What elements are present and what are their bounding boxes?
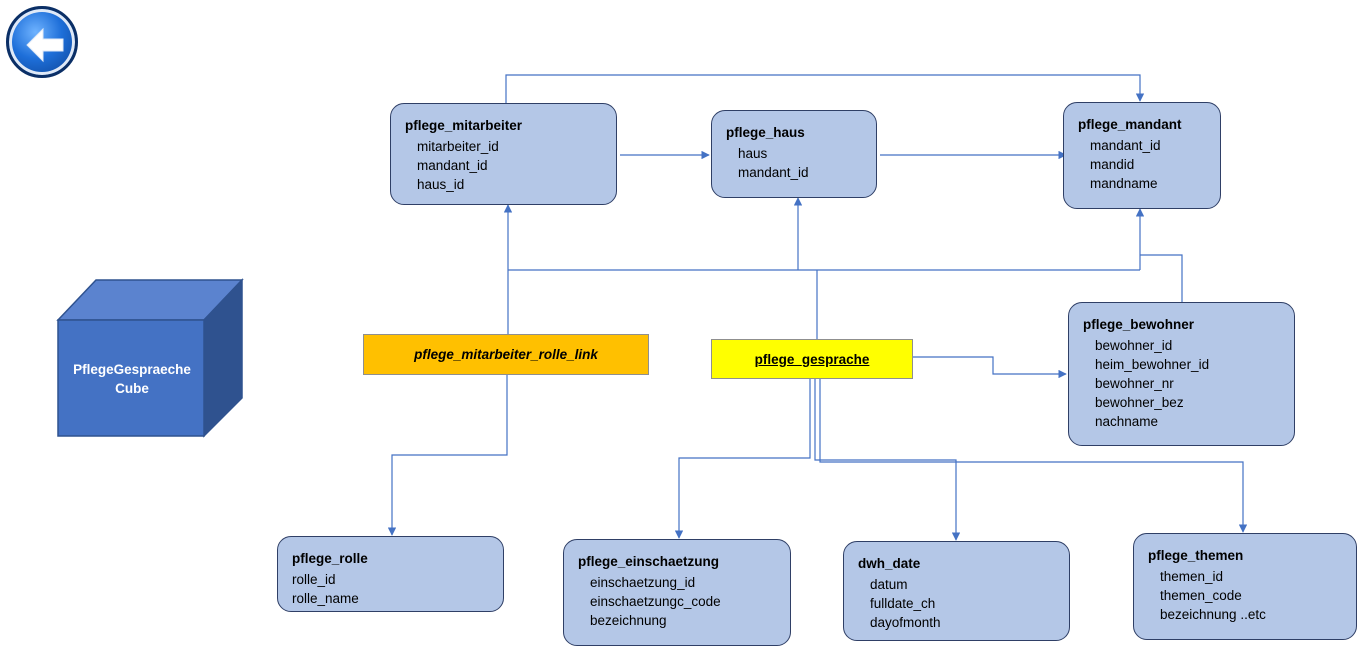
cube-label-line2: Cube [115,381,149,396]
table-field: rolle_id [292,572,336,587]
table-pflege-bewohner[interactable]: pflege_bewohner bewohner_id heim_bewohner_… [1068,302,1295,446]
table-field: themen_id [1160,569,1224,584]
table-field: themen_code [1160,588,1242,603]
table-title: pflege_mandant [1078,117,1182,132]
table-field: haus_id [417,177,465,192]
table-title: pflege_bewohner [1083,317,1195,332]
fact-rolle-link-label: pflege_mitarbeiter_rolle_link [414,347,598,362]
table-field: bewohner_nr [1095,376,1174,391]
table-title: pflege_themen [1148,548,1244,563]
table-field: haus [738,146,768,161]
table-field: mandname [1090,176,1158,191]
table-title: dwh_date [858,556,921,571]
table-title: pflege_mitarbeiter [405,118,523,133]
cube-label: PflegeGespraeche Cube [58,320,206,438]
table-field: mandant_id [417,158,488,173]
table-field: bezeichnung [590,613,667,628]
table-field: bewohner_id [1095,338,1173,353]
table-field: einschaetzung_id [590,575,696,590]
connector-gesprache-themen [819,378,1248,533]
table-field: mitarbeiter_id [417,139,499,154]
table-field: mandant_id [738,165,809,180]
table-field: mandid [1090,157,1135,172]
table-title: pflege_rolle [292,551,368,566]
connector-gesprache-einschaetzung [674,378,811,539]
connector-bewohner-mandant [1140,254,1183,302]
cube-shape [56,278,244,438]
connector-gesprache-dwh-date [814,378,961,541]
table-field: nachname [1095,414,1159,429]
fact-gesprache[interactable]: pflege_gesprache [711,339,913,379]
table-field: fulldate_ch [870,596,936,611]
connector-mitarbeiter-mandant-top [505,74,1145,103]
table-field: bewohner_bez [1095,395,1184,410]
table-field: dayofmonth [870,615,941,630]
table-field: bezeichnung ..etc [1160,607,1266,622]
table-title: pflege_einschaetzung [578,554,720,569]
back-button[interactable] [6,6,78,78]
table-field: rolle_name [292,591,359,606]
table-field: datum [870,577,908,592]
table-pflege-mitarbeiter[interactable]: pflege_mitarbeiter mitarbeiter_id mandant_… [390,103,617,205]
connector-gesprache-bewohner [913,356,1067,379]
table-title: pflege_haus [726,125,805,140]
cube-label-line1: PflegeGespraeche [73,362,191,377]
arrow-left-icon [26,27,64,63]
fact-rolle-link[interactable]: pflege_mitarbeiter_rolle_link [363,334,649,375]
table-field: einschaetzungc_code [590,594,721,609]
table-field: heim_bewohner_id [1095,357,1210,372]
table-pflege-rolle[interactable]: pflege_rolle rolle_id rolle_name [277,536,504,612]
table-field: mandant_id [1090,138,1161,153]
fact-gesprache-label: pflege_gesprache [754,351,870,367]
connector-rolle-link-rolle [387,374,508,536]
